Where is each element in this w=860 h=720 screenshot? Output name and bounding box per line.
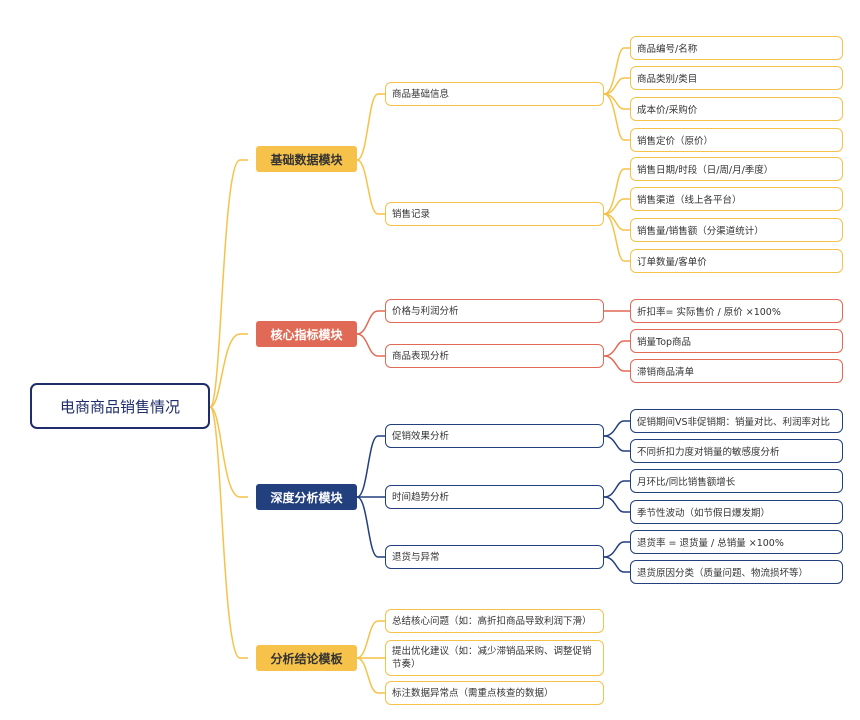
leaf-return-rate[interactable]: 退货率 = 退货量 / 总销量 ×100% (630, 530, 843, 554)
module-conclusion-template[interactable]: 分析结论模板 (256, 645, 357, 671)
leaf-sales-date[interactable]: 销售日期/时段（日/周/月/季度） (630, 157, 843, 181)
leaf-sale-price[interactable]: 销售定价（原价） (630, 128, 843, 152)
leaf-mom-yoy-growth[interactable]: 月环比/同比销售额增长 (630, 469, 843, 493)
module-basic-data[interactable]: 基础数据模块 (256, 146, 357, 172)
leaf-product-category[interactable]: 商品类别/类目 (630, 66, 843, 90)
leaf-sales-volume-amount[interactable]: 销售量/销售额（分渠道统计） (630, 218, 843, 242)
leaf-discount-sensitivity[interactable]: 不同折扣力度对销量的敏感度分析 (630, 439, 843, 463)
leaf-sales-channel[interactable]: 销售渠道（线上各平台） (630, 187, 843, 211)
module-core-metrics[interactable]: 核心指标模块 (256, 321, 357, 347)
module-deep-analysis[interactable]: 深度分析模块 (256, 484, 357, 510)
sub-product-performance[interactable]: 商品表现分析 (385, 344, 604, 368)
leaf-return-reasons[interactable]: 退货原因分类（质量问题、物流损坏等） (630, 560, 843, 584)
sub-returns-anomalies[interactable]: 退货与异常 (385, 545, 604, 569)
sub-summarize-problems[interactable]: 总结核心问题（如：高折扣商品导致利润下滑） (385, 609, 604, 633)
leaf-top-products[interactable]: 销量Top商品 (630, 329, 843, 353)
sub-price-profit[interactable]: 价格与利润分析 (385, 299, 604, 323)
leaf-promo-vs-nonpromo[interactable]: 促销期间VS非促销期：销量对比、利润率对比 (630, 409, 843, 433)
sub-flag-anomalies[interactable]: 标注数据异常点（需重点核查的数据） (385, 681, 604, 705)
leaf-discount-rate[interactable]: 折扣率= 实际售价 / 原价 ×100% (630, 299, 843, 323)
leaf-slow-moving[interactable]: 滞销商品清单 (630, 359, 843, 383)
leaf-cost-price[interactable]: 成本价/采购价 (630, 97, 843, 121)
sub-time-trend[interactable]: 时间趋势分析 (385, 485, 604, 509)
sub-optimization-suggestions[interactable]: 提出优化建议（如：减少滞销品采购、调整促销节奏） (385, 640, 604, 676)
leaf-order-count[interactable]: 订单数量/客单价 (630, 249, 843, 273)
sub-promo-effect[interactable]: 促销效果分析 (385, 424, 604, 448)
root-node[interactable]: 电商商品销售情况 (30, 383, 210, 429)
sub-product-basic-info[interactable]: 商品基础信息 (385, 82, 604, 106)
sub-sales-records[interactable]: 销售记录 (385, 202, 604, 226)
leaf-product-id-name[interactable]: 商品编号/名称 (630, 36, 843, 60)
leaf-seasonal-fluctuation[interactable]: 季节性波动（如节假日爆发期） (630, 500, 843, 524)
